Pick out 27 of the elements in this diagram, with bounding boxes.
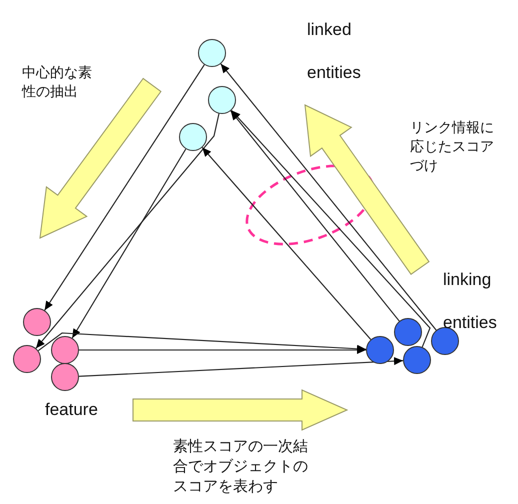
entity-circle — [23, 308, 51, 336]
arrow — [72, 148, 186, 338]
arrow — [220, 64, 437, 330]
entity-circle — [403, 346, 431, 374]
entity-circle — [179, 123, 207, 151]
group-label: feature — [45, 399, 99, 421]
arrow — [38, 332, 366, 353]
arrow — [36, 114, 220, 349]
entity-circle — [13, 345, 41, 373]
group-label: linked entities — [307, 19, 362, 84]
group-label: linking entities — [443, 269, 498, 334]
entity-circle — [394, 318, 422, 346]
entity-circle — [51, 336, 79, 364]
arrow — [78, 357, 404, 377]
arrow — [231, 110, 431, 348]
arrow-caption: リンク情報に応じたスコアづけ — [410, 119, 495, 176]
arrow — [202, 147, 372, 340]
entity-circle — [366, 336, 394, 364]
entity-circle — [51, 363, 79, 391]
arrow — [230, 110, 400, 322]
arrow-caption: 素性スコアの一次結合でオブジェクトのスコアを表わす — [173, 436, 309, 496]
arrow-caption: 中心的な素性の抽出 — [22, 64, 93, 102]
entity-circle — [431, 327, 459, 355]
entity-circle — [198, 39, 226, 67]
entity-circle — [208, 86, 236, 114]
arrow — [44, 64, 205, 311]
arrow — [79, 346, 366, 354]
